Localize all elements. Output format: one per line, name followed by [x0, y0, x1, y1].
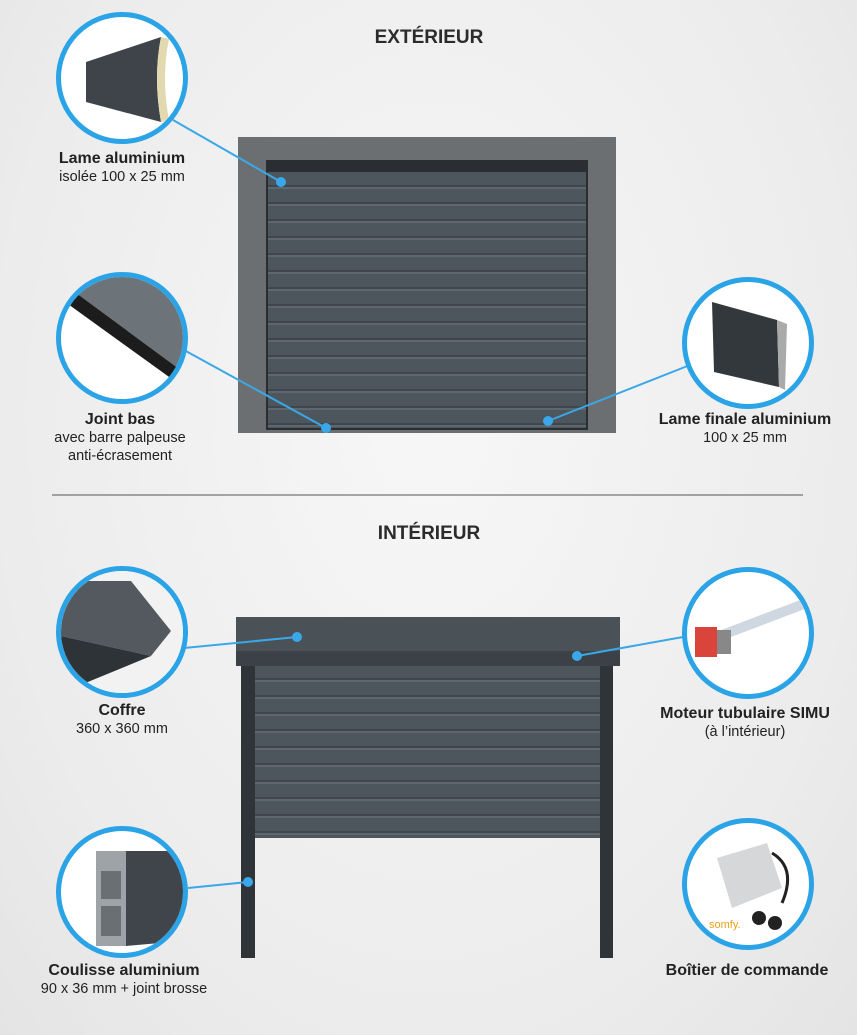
interior-title: INTÉRIEUR [377, 523, 481, 544]
connector-lines [172, 119, 691, 889]
coulisse-desc: 90 x 36 mm + joint brosse [40, 981, 208, 997]
exterior-title: EXTÉRIEUR [374, 27, 484, 48]
coffre-label: Coffre 360 x 360 mm [0, 702, 252, 738]
coulisse-image [56, 826, 188, 958]
boitier-title: Boîtier de commande [665, 962, 829, 979]
coulisse-title: Coulisse aluminium [48, 962, 200, 979]
lame-desc: isolée 100 x 25 mm [59, 169, 185, 185]
lame-finale-label: Lame finale aluminium 100 x 25 mm [615, 411, 857, 447]
lame-aluminium-label: Lame aluminium isolée 100 x 25 mm [0, 150, 252, 186]
joint-bas-image [56, 272, 188, 404]
coffre-title: Coffre [98, 702, 146, 719]
boitier-image: somfy. [682, 818, 814, 950]
joint-desc-1: avec barre palpeuse [54, 430, 186, 446]
somfy-logo: somfy. [709, 919, 741, 931]
lame-finale-image [682, 277, 814, 409]
moteur-image [682, 567, 814, 699]
lame-aluminium-image [56, 12, 188, 144]
moteur-title: Moteur tubulaire SIMU [660, 705, 830, 722]
coffre-image [56, 566, 188, 698]
lame-title: Lame aluminium [58, 150, 186, 167]
joint-bas-label: Joint bas avec barre palpeuse anti-écras… [0, 411, 250, 465]
moteur-desc: (à l’intérieur) [704, 724, 786, 740]
boitier-label: Boîtier de commande [617, 962, 857, 980]
interior-door [236, 617, 620, 958]
coffre-desc: 360 x 360 mm [76, 721, 168, 737]
lame-finale-desc: 100 x 25 mm [703, 430, 787, 446]
exterior-door [238, 137, 616, 433]
lame-finale-title: Lame finale aluminium [658, 411, 832, 428]
joint-desc-2: anti-écrasement [68, 448, 172, 464]
coulisse-label: Coulisse aluminium 90 x 36 mm + joint br… [0, 962, 254, 998]
moteur-label: Moteur tubulaire SIMU (à l’intérieur) [615, 705, 857, 741]
joint-title: Joint bas [84, 411, 156, 428]
